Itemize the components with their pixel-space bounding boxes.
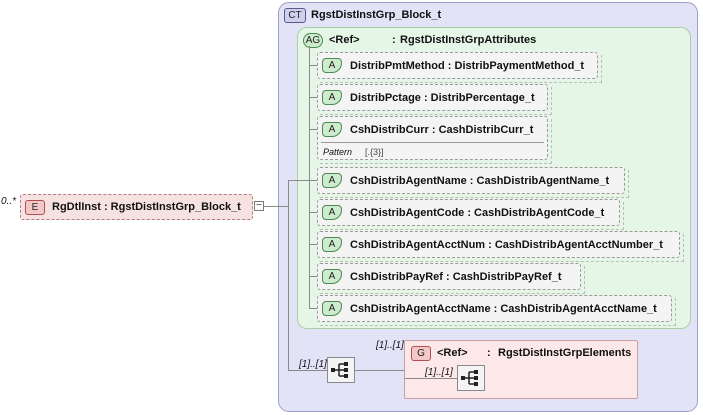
attribute-label: DistribPmtMethod : DistribPaymentMethod_… [350,60,585,72]
attribute-label: CshDistribPayRef : CashDistribPayRef_t [350,271,562,283]
group-inner-multiplicity: [1]..[1] [425,367,453,378]
group-name[interactable]: RgstDistInstGrpElements [498,347,632,359]
group-multiplicity: [1]..[1] [376,340,404,351]
element-connector [264,206,288,207]
branch-line [288,180,289,370]
group-box: G <Ref> : RgstDistInstGrpElements [1]..[… [404,340,638,399]
complex-type-name[interactable]: RgstDistInstGrp_Block_t [311,9,442,21]
attribute-label: CshDistribAgentAcctName : CashDistribAge… [350,303,657,315]
connector [309,129,318,130]
attribute-cshdistribagentacctname[interactable]: A CshDistribAgentAcctName : CashDistribA… [317,295,676,326]
attribute-cshdistribagentname[interactable]: A CshDistribAgentName : CashDistribAgent… [317,167,629,198]
connector [309,276,318,277]
connector [309,308,318,309]
element-rgdtlinst[interactable]: E RgDtlInst : RgstDistInstGrp_Block_t [20,194,253,220]
branch-to-sequence [288,370,327,371]
connector [309,180,318,181]
attribute-group-sep: : [392,34,396,46]
attribute-distribpmtmethod[interactable]: A DistribPmtMethod : DistribPaymentMetho… [317,52,602,83]
attribute-label: CshDistribAgentAcctNum : CashDistribAgen… [350,239,663,251]
element-label: RgDtlInst : RgstDistInstGrp_Block_t [52,201,241,213]
attribute-group-badge: AG [303,33,323,48]
attribute-badge: A [322,173,342,188]
attribute-distribpctage[interactable]: A DistribPctage : DistribPercentage_t [317,84,552,115]
attribute-label: CshDistribCurr : CashDistribCurr_t [350,124,534,136]
facet-divider [321,142,544,143]
attribute-label: CshDistribAgentCode : CashDistribAgentCo… [350,207,605,219]
group-inner-connector [405,378,457,379]
attribute-badge: A [322,205,342,220]
attribute-label: CshDistribAgentName : CashDistribAgentNa… [350,175,610,187]
connector [309,65,318,66]
attribute-label: DistribPctage : DistribPercentage_t [350,92,535,104]
attribute-badge: A [322,269,342,284]
branch-to-attributes [288,180,310,181]
group-badge: G [411,346,431,361]
attribute-cshdistribpayref[interactable]: A CshDistribPayRef : CashDistribPayRef_t [317,263,585,294]
connector [309,212,318,213]
attribute-group-ref: <Ref> [329,34,360,46]
attribute-group-name[interactable]: RgstDistInstGrpAttributes [400,34,537,46]
connector [309,97,318,98]
pattern-value: [.{3}] [365,147,384,157]
complex-type-badge: CT [284,8,306,23]
group-sep: : [487,347,491,359]
attribute-badge: A [322,58,342,73]
group-ref: <Ref> [437,347,468,359]
attribute-badge: A [322,122,342,137]
element-badge: E [25,200,45,215]
attribute-cshdistribagentcode[interactable]: A CshDistribAgentCode : CashDistribAgent… [317,199,624,230]
attribute-cshdistribagentacctnum[interactable]: A CshDistribAgentAcctNum : CashDistribAg… [317,231,684,262]
attribute-badge: A [322,90,342,105]
attribute-badge: A [322,237,342,252]
group-sequence-icon[interactable] [457,365,485,391]
sequence-multiplicity: [1]..[1] [299,359,327,370]
attribute-badge: A [322,301,342,316]
connector [309,244,318,245]
element-multiplicity: 0..* [1,196,17,207]
sequence-to-group [355,370,404,371]
collapse-toggle[interactable]: − [254,201,264,211]
attribute-cshdistribcurr[interactable]: A CshDistribCurr : CashDistribCurr_t Pat… [317,116,552,164]
attribute-tree-line [309,46,310,309]
pattern-label: Pattern [323,147,353,157]
sequence-compositor-icon[interactable] [327,357,355,383]
